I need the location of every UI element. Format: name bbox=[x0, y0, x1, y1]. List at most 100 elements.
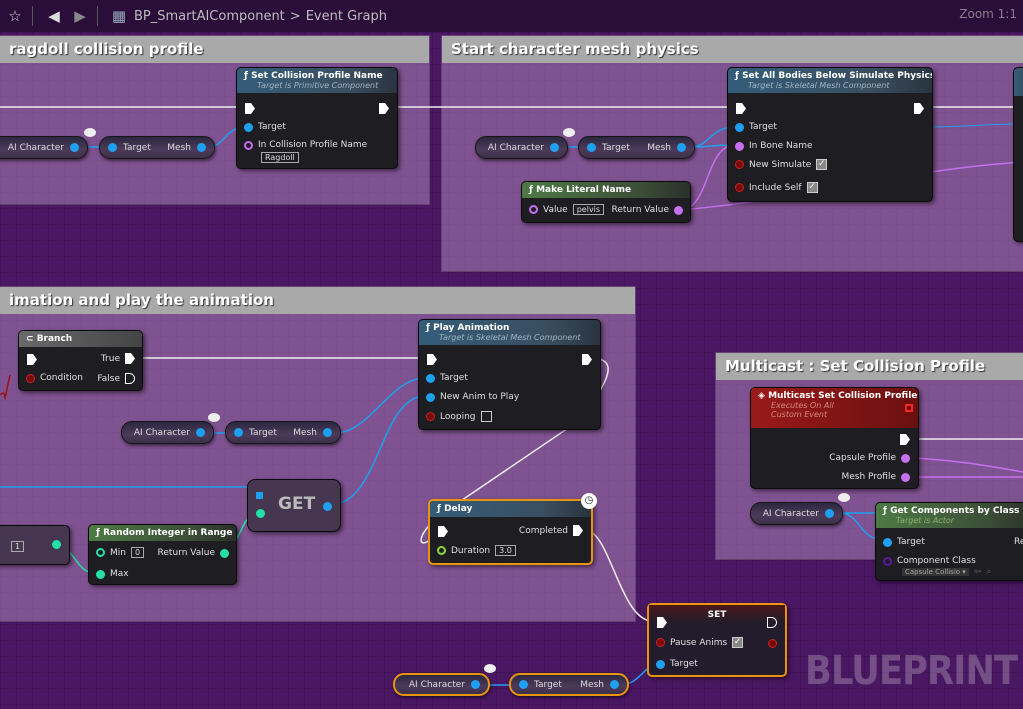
integer-input[interactable]: 1 bbox=[11, 541, 25, 552]
mesh-pin[interactable] bbox=[677, 143, 686, 152]
breadcrumb-graph[interactable]: Event Graph bbox=[305, 8, 387, 24]
node-header: ƒ Random Integer in Range bbox=[89, 525, 236, 541]
output-pin[interactable] bbox=[196, 428, 205, 437]
pause-anims-checkbox[interactable]: ✓ bbox=[732, 637, 744, 648]
branch-node[interactable]: ⊂ Branch True Condition False bbox=[18, 330, 143, 391]
min-input[interactable]: 0 bbox=[130, 547, 145, 558]
mesh-pin[interactable] bbox=[197, 143, 206, 152]
include-self-checkbox[interactable]: ✓ bbox=[806, 182, 818, 193]
pin-label: Target bbox=[534, 679, 562, 690]
delegate-pin[interactable] bbox=[905, 404, 913, 412]
mesh-getter[interactable]: Target Mesh bbox=[509, 673, 629, 696]
pause-anims-out-pin[interactable] bbox=[768, 639, 777, 648]
ai-character-getter[interactable]: AI Character bbox=[475, 136, 568, 159]
max-pin[interactable] bbox=[96, 569, 105, 579]
exec-out-pin[interactable] bbox=[900, 434, 910, 445]
target-pin[interactable] bbox=[244, 122, 253, 132]
exec-out-pin[interactable] bbox=[914, 103, 924, 114]
output-pin[interactable] bbox=[70, 143, 79, 152]
back-arrow-icon[interactable]: ◀ bbox=[48, 7, 60, 25]
exec-out-pin[interactable] bbox=[582, 354, 592, 365]
value-input[interactable]: pelvis bbox=[572, 204, 605, 215]
include-self-pin[interactable] bbox=[735, 183, 744, 192]
exec-out-pin[interactable] bbox=[767, 617, 777, 628]
min-pin[interactable] bbox=[96, 548, 105, 557]
target-pin[interactable] bbox=[656, 659, 665, 669]
pin-label: Mesh bbox=[580, 679, 604, 690]
output-pin[interactable] bbox=[550, 143, 559, 152]
array-pin[interactable] bbox=[256, 492, 263, 499]
ai-character-getter[interactable]: AI Character bbox=[393, 673, 490, 696]
mesh-profile-pin[interactable] bbox=[901, 472, 910, 482]
return-pin[interactable] bbox=[674, 205, 683, 215]
condition-pin[interactable] bbox=[26, 373, 35, 383]
output-pin[interactable] bbox=[323, 502, 332, 511]
offscreen-node[interactable] bbox=[1013, 67, 1023, 242]
use-selected-icon[interactable]: ⇦ bbox=[973, 567, 982, 577]
browse-icon[interactable]: ⌕ bbox=[986, 567, 992, 577]
ai-character-getter[interactable]: AI Character bbox=[750, 502, 843, 525]
value-pin[interactable] bbox=[529, 205, 538, 214]
duration-input[interactable]: 3.0 bbox=[495, 545, 516, 556]
index-pin[interactable] bbox=[256, 509, 265, 518]
output-pin[interactable] bbox=[825, 509, 834, 518]
favorite-star-icon[interactable]: ☆ bbox=[8, 7, 22, 25]
component-class-pin[interactable] bbox=[883, 556, 892, 566]
return-pin[interactable] bbox=[220, 548, 229, 558]
true-exec-pin[interactable] bbox=[125, 353, 135, 364]
completed-exec-pin[interactable] bbox=[573, 525, 583, 536]
looping-checkbox[interactable] bbox=[480, 411, 492, 422]
output-pin[interactable] bbox=[52, 540, 61, 549]
pause-anims-pin[interactable] bbox=[656, 638, 665, 647]
bone-name-pin[interactable] bbox=[735, 141, 744, 151]
target-pin[interactable] bbox=[426, 373, 435, 383]
profile-name-input[interactable]: Ragdoll bbox=[261, 152, 299, 163]
target-pin[interactable] bbox=[519, 680, 528, 689]
pin-label: Return Value bbox=[157, 548, 215, 558]
target-pin[interactable] bbox=[587, 143, 596, 152]
forward-arrow-icon[interactable]: ▶ bbox=[74, 7, 86, 25]
integer-literal-node[interactable]: 1 bbox=[0, 525, 70, 565]
target-pin[interactable] bbox=[883, 537, 892, 547]
ai-character-getter[interactable]: AI Character bbox=[121, 421, 214, 444]
array-get-node[interactable]: GET bbox=[247, 479, 341, 532]
simulate-checkbox[interactable]: ✓ bbox=[816, 159, 828, 170]
looping-pin[interactable] bbox=[426, 412, 435, 421]
anim-pin[interactable] bbox=[426, 392, 435, 402]
exec-in-pin[interactable] bbox=[736, 103, 746, 114]
duration-pin[interactable] bbox=[437, 546, 446, 555]
pin-label: Target bbox=[440, 373, 468, 383]
false-exec-pin[interactable] bbox=[125, 373, 135, 384]
breadcrumb-asset[interactable]: BP_SmartAIComponent bbox=[134, 8, 285, 24]
exec-in-pin[interactable] bbox=[245, 103, 255, 114]
target-pin[interactable] bbox=[108, 143, 117, 152]
capsule-profile-pin[interactable] bbox=[901, 453, 910, 463]
mesh-pin[interactable] bbox=[323, 428, 332, 437]
target-pin[interactable] bbox=[735, 122, 744, 132]
exec-in-pin[interactable] bbox=[657, 617, 667, 628]
ai-character-getter[interactable]: AI Character bbox=[0, 136, 88, 159]
mesh-pin[interactable] bbox=[610, 680, 619, 689]
set-pause-anims-node[interactable]: SET Pause Anims✓ Target bbox=[647, 603, 787, 677]
simulate-pin[interactable] bbox=[735, 160, 744, 169]
output-pin[interactable] bbox=[471, 680, 480, 689]
exec-in-pin[interactable] bbox=[438, 526, 448, 537]
profile-pin[interactable] bbox=[244, 140, 253, 150]
exec-in-pin[interactable] bbox=[427, 354, 437, 365]
target-pin[interactable] bbox=[234, 428, 243, 437]
exec-out-pin[interactable] bbox=[379, 103, 389, 114]
component-class-dropdown[interactable]: Capsule Collisio ▾ bbox=[902, 568, 969, 576]
exec-in-pin[interactable] bbox=[27, 354, 37, 365]
